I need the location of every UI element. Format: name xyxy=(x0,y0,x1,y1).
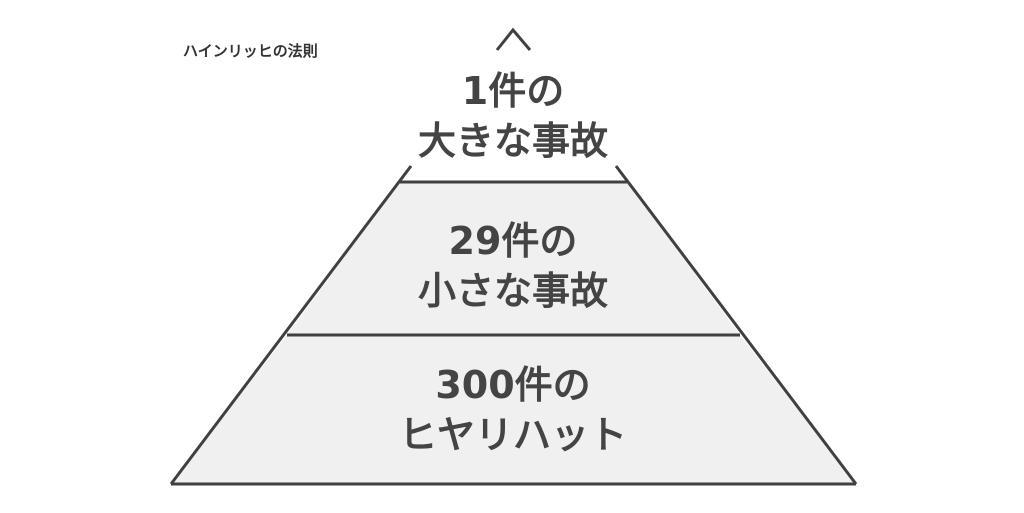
level-middle-label: 29件の 小さな事故 xyxy=(313,216,713,316)
level-bottom-label: 300件の ヒヤリハット xyxy=(313,360,713,460)
diagram-title: ハインリッヒの法則 xyxy=(183,42,318,60)
pyramid-left-edge xyxy=(169,165,413,485)
pyramid-apex xyxy=(495,27,532,51)
level-count: 1件の xyxy=(461,69,565,113)
level-name: 大きな事故 xyxy=(417,119,608,163)
pyramid-band-middle xyxy=(287,182,740,335)
pyramid-band-bottom xyxy=(171,335,856,484)
level-name: ヒヤリハット xyxy=(398,413,627,457)
pyramid-right-edge xyxy=(614,165,858,485)
level-count: 300件の xyxy=(435,363,591,407)
level-count: 29件の xyxy=(448,219,578,263)
level-top-label: 1件の 大きな事故 xyxy=(313,66,713,166)
level-name: 小さな事故 xyxy=(417,269,608,313)
